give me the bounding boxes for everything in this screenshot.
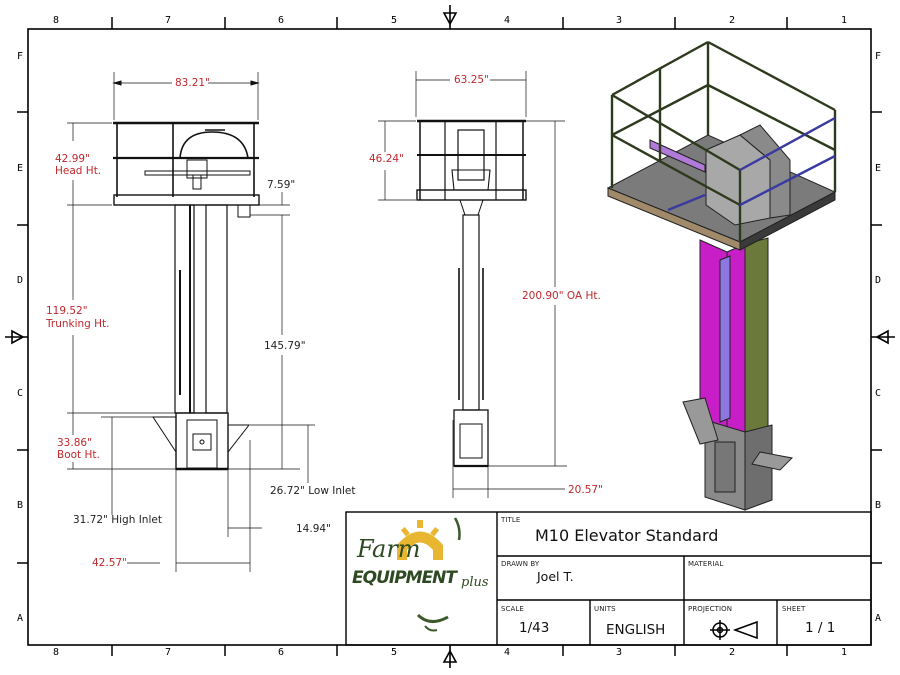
scale-label: SCALE (501, 605, 524, 613)
material-label: MATERIAL (688, 560, 724, 568)
projection-symbol (710, 620, 758, 640)
zone-label-right: A (875, 613, 882, 624)
scale-value: 1/43 (519, 620, 550, 636)
dim-head-ht-label: Head Ht. (55, 165, 102, 177)
dim-front-width: 83.21" (175, 77, 210, 89)
zone-label-left: A (17, 613, 24, 624)
dim-side-width: 63.25" (454, 74, 489, 86)
logo-text-farm: Farm (357, 535, 421, 563)
zone-label-bottom: 5 (391, 647, 398, 658)
isometric-railing (610, 40, 837, 242)
drawn-by-value: Joel T. (537, 569, 574, 584)
dim-trunking-label: Trunking Ht. (46, 318, 110, 330)
zone-label-top: 1 (841, 15, 848, 26)
drawing-title: M10 Elevator Standard (535, 526, 719, 545)
zone-label-left: E (17, 163, 24, 174)
zone-label-left: D (17, 275, 24, 286)
isometric-view (606, 124, 837, 511)
dim-oa-ht: 200.90" OA Ht. (522, 290, 601, 302)
dim-inlet-offset: 14.94" (296, 523, 331, 535)
third-angle-projection-icon (708, 618, 760, 642)
dim-high-inlet: 31.72" High Inlet (73, 514, 162, 526)
zone-label-left: B (17, 500, 24, 511)
title-block-grid (345, 511, 872, 646)
zone-label-top: 4 (504, 15, 511, 26)
zone-label-bottom: 4 (504, 647, 511, 658)
zone-label-right: C (875, 388, 882, 399)
dim-head-ht-value: 42.99" (55, 153, 90, 165)
isometric-blue-rails (667, 116, 836, 212)
zone-label-top: 3 (616, 15, 623, 26)
zone-label-top: 8 (53, 15, 60, 26)
zone-label-bottom: 7 (165, 647, 172, 658)
dim-side-head-ht: 46.24" (369, 153, 404, 165)
zone-label-left: F (17, 51, 24, 62)
units-value: ENGLISH (606, 622, 666, 638)
front-view (67, 72, 315, 572)
dim-boot-value: 33.86" (57, 437, 92, 449)
logo-gear (397, 517, 461, 632)
zone-label-top: 6 (278, 15, 285, 26)
centering-marks (5, 5, 895, 668)
dim-front-base-width: 42.57" (92, 557, 127, 569)
zone-label-top: 2 (729, 15, 736, 26)
logo-text-equipment: EQUIPMENT (352, 568, 457, 588)
zone-label-bottom: 8 (53, 647, 60, 658)
zone-label-right: F (875, 51, 882, 62)
units-label: UNITS (594, 605, 616, 613)
zone-label-bottom: 2 (729, 647, 736, 658)
zone-label-right: B (875, 500, 882, 511)
side-view (378, 71, 567, 498)
logo-text-plus: plus (461, 575, 489, 590)
zone-label-top: 5 (391, 15, 398, 26)
drawn-by-label: DRAWN BY (501, 560, 540, 568)
dim-side-base-width: 20.57" (568, 484, 603, 496)
projection-label: PROJECTION (688, 605, 733, 613)
dim-trunking-value: 119.52" (46, 305, 88, 317)
sheet-value: 1 / 1 (805, 620, 836, 636)
zone-label-top: 7 (165, 15, 172, 26)
title-label: TITLE (501, 516, 521, 524)
zone-label-right: E (875, 163, 882, 174)
zone-label-right: D (875, 275, 882, 286)
zone-ticks (17, 17, 882, 656)
company-logo: Farm EQUIPMENT plus (347, 513, 497, 645)
zone-label-left: C (17, 388, 24, 399)
sheet-label: SHEET (782, 605, 806, 613)
zone-label-bottom: 3 (616, 647, 623, 658)
dim-low-inlet: 26.72" Low Inlet (270, 485, 356, 497)
zone-label-bottom: 6 (278, 647, 285, 658)
zone-label-bottom: 1 (841, 647, 848, 658)
dim-boot-label: Boot Ht. (57, 449, 100, 461)
dim-discharge-gap: 7.59" (267, 179, 296, 191)
dim-discharge-ht: 145.79" (264, 340, 306, 352)
